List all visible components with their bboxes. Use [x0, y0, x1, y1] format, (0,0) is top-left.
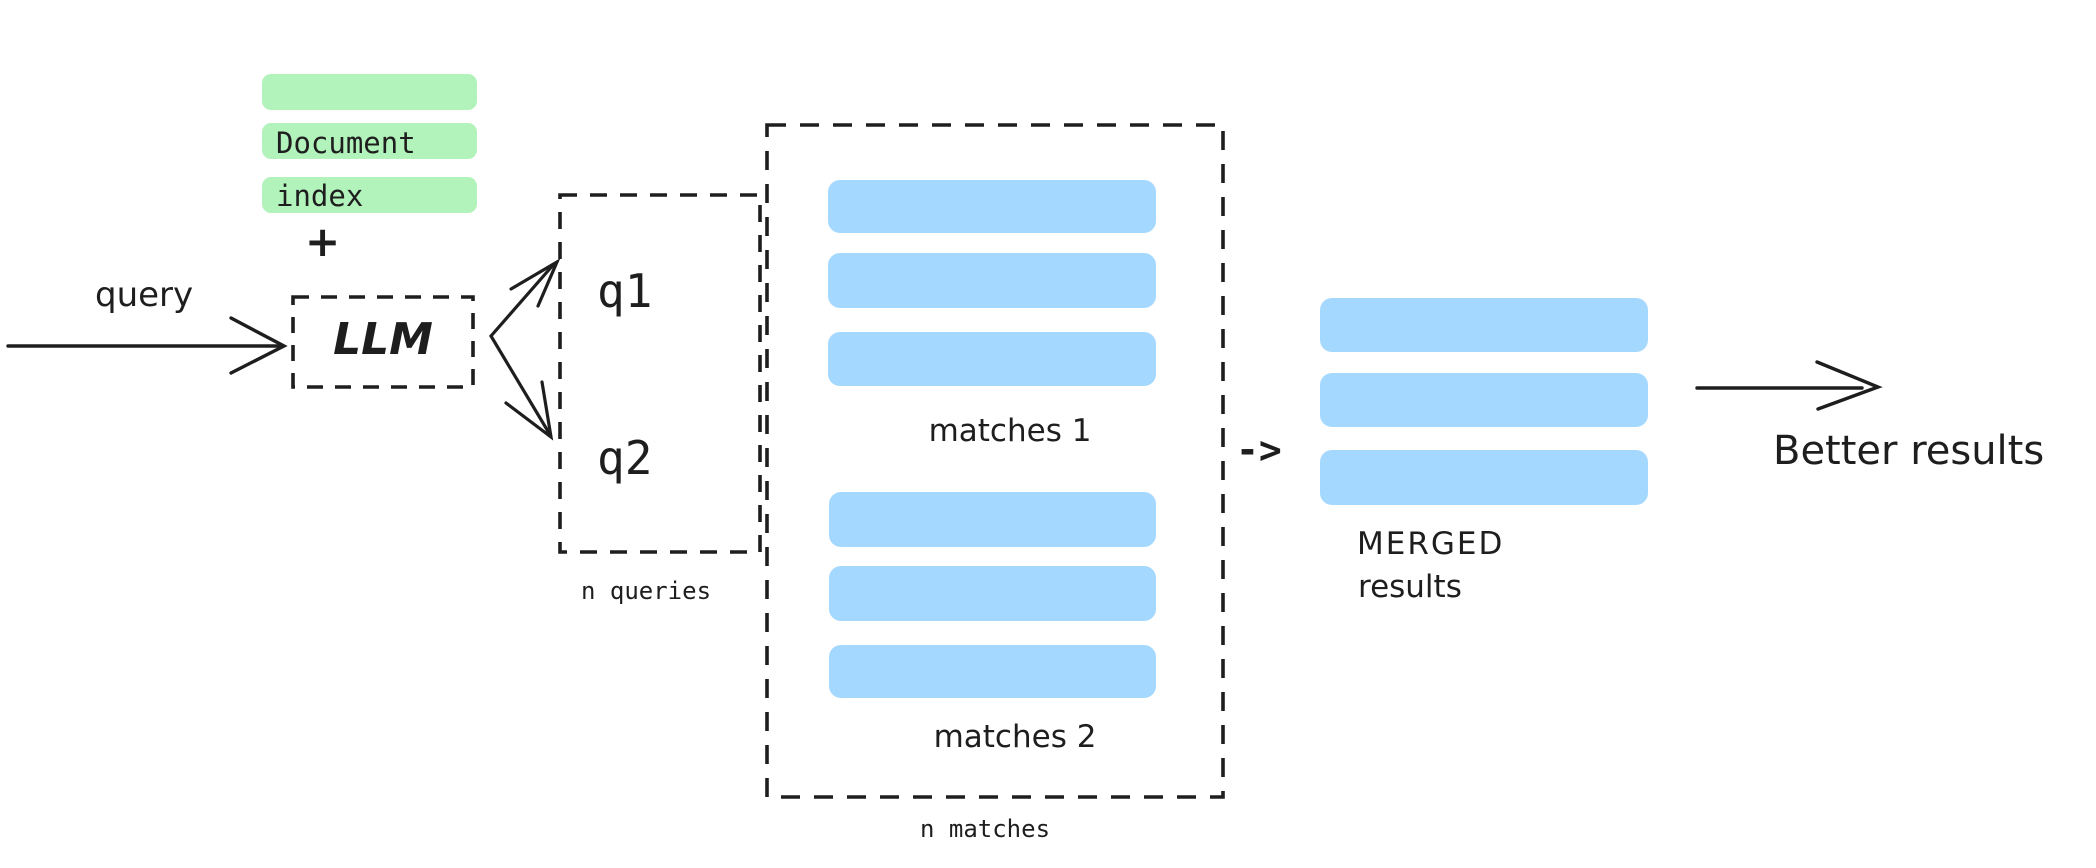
matches-box-outline [765, 123, 1225, 799]
queries-box-caption: n queries [580, 577, 712, 605]
match-bar [828, 180, 1156, 233]
match-bar [828, 253, 1156, 308]
document-index-label-line1: Document [276, 126, 416, 160]
merged-bar [1320, 298, 1648, 352]
llm-to-q1-arrow [489, 258, 561, 338]
llm-box-outline [291, 295, 475, 389]
query-arrow [6, 316, 288, 375]
document-index-label-line2: index [276, 179, 364, 213]
merged-bar [1320, 450, 1648, 505]
matches-box-caption: n matches [919, 815, 1051, 843]
better-results-label: Better results [1773, 428, 2045, 474]
plus-sign: + [305, 217, 341, 266]
queries-box-outline [558, 193, 762, 554]
match-bar [829, 566, 1156, 621]
merged-label-line2: results [1358, 569, 1462, 605]
document-index-bar [262, 123, 477, 159]
better-results-arrow [1695, 360, 1883, 411]
match-bar [829, 645, 1156, 698]
merged-bar [1320, 373, 1648, 427]
query-label: query [95, 275, 194, 315]
match-bar [828, 332, 1156, 386]
matches-2-label: matches 2 [933, 719, 1097, 755]
llm-label: LLM [333, 314, 433, 365]
merge-arrow-label: -> [1236, 428, 1282, 472]
match-bar [829, 492, 1156, 547]
matches-1-label: matches 1 [928, 413, 1092, 449]
merged-label-line1: MERGED [1357, 526, 1505, 562]
llm-to-q2-arrow [489, 334, 554, 441]
query-item-q1: q1 [597, 264, 653, 318]
query-item-q2: q2 [597, 431, 653, 485]
document-index-bar [262, 177, 477, 213]
document-index-bar [262, 74, 477, 110]
